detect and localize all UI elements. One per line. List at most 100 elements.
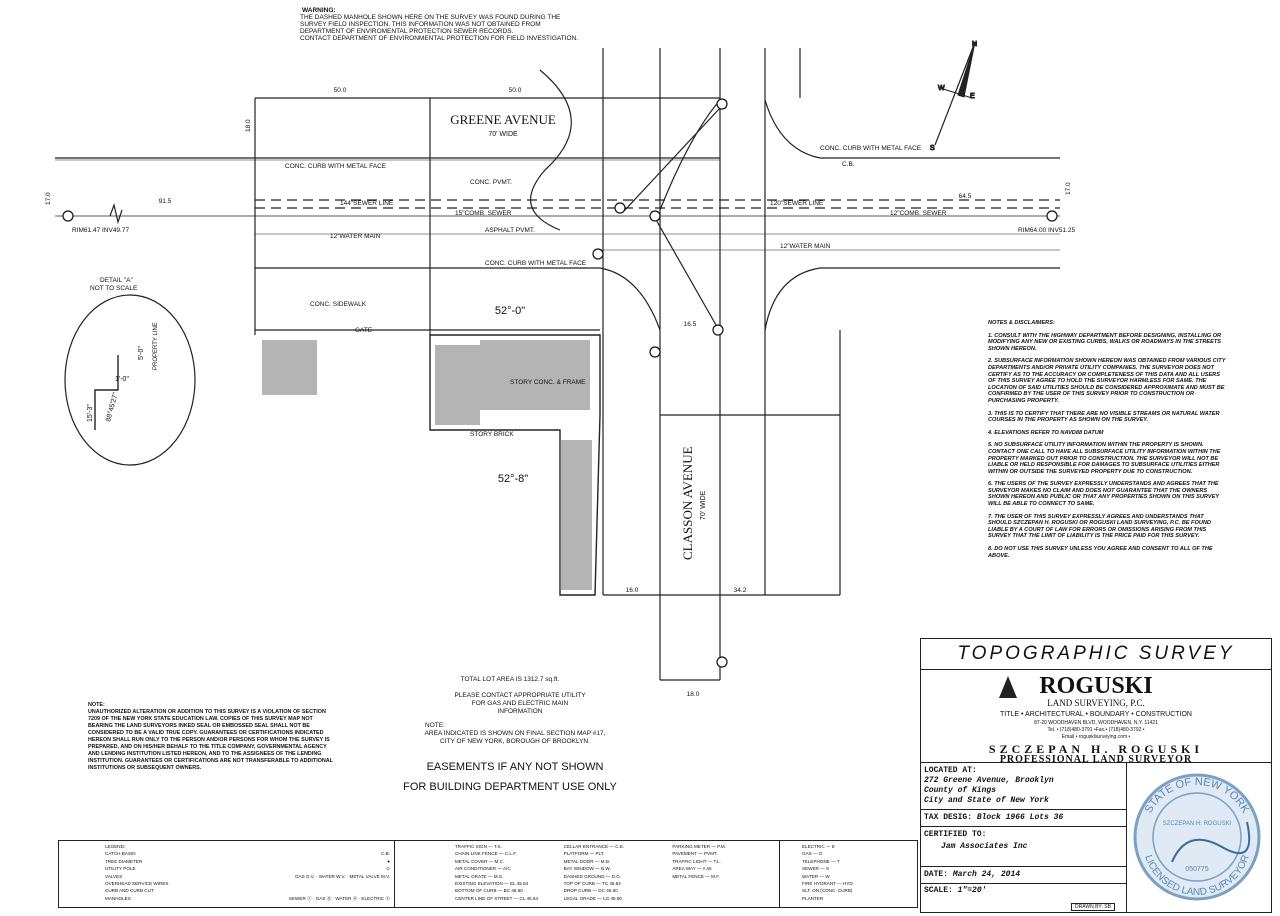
dim-label: 18.0 (245, 119, 252, 132)
legend-item: PLANTER (802, 895, 824, 901)
legend-subcol: CELLAR ENTRANCE — C.E. PLATFORM — PLT. M… (564, 843, 667, 907)
utility-text: PLEASE CONTACT APPROPRIATE UTILITY FOR G… (454, 692, 586, 715)
rim-label: RIM64.00 INV51.25 (1018, 227, 1075, 234)
legend-symbol: C.B. (381, 851, 390, 857)
dim-label: 50.0 (509, 87, 522, 94)
survey-details: LOCATED AT: 272 Greene Avenue, Brooklyn … (921, 763, 1127, 912)
detail-title: DETAIL "A" (100, 277, 133, 284)
warning-note: WARNING: THE DASHED MANHOLE SHOWN HERE O… (300, 7, 579, 42)
legend-symbol: GAS G.V. · WATER W.V. · METAL VALVE M.V. (294, 873, 390, 879)
greene-avenue-name: GREENE AVENUE (450, 112, 556, 127)
story-label: STORY BRICK (470, 431, 514, 438)
compass-south: S (930, 145, 935, 152)
legend-item: CATCH BASIN C.B. (105, 850, 390, 857)
street-lines (55, 48, 1060, 681)
manholes (62, 98, 1058, 668)
scale-row: SCALE: 1"=20' (921, 884, 1126, 898)
warning-body-2: CONTACT DEPARTMENT OF ENVIRONMENTAL PROT… (300, 35, 579, 42)
story-label: STORY CONC. & FRAME (510, 379, 586, 386)
title-block-heading: TOPOGRAPHIC SURVEY (921, 639, 1271, 670)
compass-north: N (972, 41, 977, 48)
detail-a: DETAIL "A" NOT TO SCALE 1'-0" 5'-0" 15'-… (64, 277, 196, 466)
scale-label: SCALE: (924, 886, 953, 895)
disclaimer-heading: NOTES & DISCLAIMERS: (988, 320, 1055, 326)
legend-col: TRAFFIC SIGN — T.S. CHAIN LINK FENCE — C… (395, 841, 780, 907)
water-main-label: 12"WATER MAIN (780, 243, 831, 250)
dim-label: 16.0 (626, 587, 639, 594)
legend-item: TELEPHONE — T (802, 858, 840, 864)
legend-symbol: SEWER ⓢ · GAS ⓖ · WATER ⓦ · ELECTRIC ⓔ (288, 895, 390, 901)
pavement-label: ASPHALT PVMT. (485, 227, 535, 234)
surveyor-name: SZCZEPAN H. ROGUSKI (988, 742, 1204, 756)
address-line: 272 Greene Avenue, Brooklyn (924, 776, 1054, 785)
scale-value: 1"=20' (957, 886, 987, 895)
legend-item: BAY WINDOW — B.W. (563, 866, 611, 872)
legend-term: CURB AND CURB CUT (105, 888, 154, 894)
sewer-line-label: 120"SEWER LINE (770, 200, 824, 207)
legend-term: MANHOLES (105, 895, 131, 901)
disclaimer-item: 8. DO NOT USE THIS SURVEY UNLESS YOU AGR… (988, 546, 1213, 559)
company-address: 87-20 WOODHAVEN BLVD, WOODHAVEN, N.Y. 11… (1034, 720, 1158, 726)
sewer-label: 15"COMB. SEWER (455, 210, 512, 217)
legend-item: PAVEMENT — PVMT. (672, 851, 718, 857)
legend-subcol: PARKING METER — P.M. PAVEMENT — PVMT. TR… (672, 843, 775, 907)
compass-west: W (938, 85, 945, 92)
tax-label: TAX DESIG: (924, 813, 973, 822)
detail-angle: 88°45'27" (104, 391, 120, 423)
surveyor-seal-icon: STATE OF NEW YORK LICENSED LAND SURVEYOR… (1133, 773, 1261, 901)
legend-col: LEGEND: CATCH BASIN C.B. TREE DIAMETER ●… (59, 841, 395, 907)
company-phone: Tel. • (718)480-3791 •Fax.• (718)480-379… (1047, 727, 1145, 733)
legend-item: EXISTING ELEVATION — EL 45.64 (455, 881, 529, 887)
legend-item: CHAIN LINK FENCE — C.L.F. (455, 851, 517, 857)
legend-item: WATER — W (802, 873, 830, 879)
detail-property-line: PROPERTY LINE (153, 322, 159, 370)
address-line: County of Kings (924, 786, 997, 795)
legend-term: TREE DIAMETER (105, 858, 143, 864)
legend-item: VALVES GAS G.V. · WATER W.V. · METAL VAL… (105, 873, 390, 880)
date-label: DATE: (924, 870, 949, 879)
rim-label: RIM61.47 INV49.77 (72, 227, 129, 234)
legend-term: CATCH BASIN (105, 851, 136, 857)
title-block: TOPOGRAPHIC SURVEY ROGUSKI LAND SURVEYIN… (920, 638, 1272, 913)
drawn-by: DRAWN BY: SB (1071, 903, 1115, 911)
legend-term: OVERHEAD SERVICE WIRES (105, 881, 169, 887)
legend: LEGEND: CATCH BASIN C.B. TREE DIAMETER ●… (58, 840, 918, 908)
address-line: City and State of New York (921, 796, 1126, 810)
angle-label: 52°-8" (498, 473, 528, 485)
dim-label: 34.2 (734, 587, 747, 594)
warning-heading: WARNING: (302, 7, 336, 14)
company-email: Email • rogusklsurveying.com • (1061, 734, 1131, 740)
center-notes: TOTAL LOT AREA IS 1312.7 sq.ft. PLEASE C… (400, 676, 620, 794)
dim-label: 17.0 (45, 192, 52, 205)
disclaimer-item: 2. SUBSURFACE INFORMATION SHOWN HEREON W… (988, 358, 1226, 404)
note-heading: NOTE: (425, 722, 445, 729)
disclaimer-item: 5. NO SUBSURFACE UTILITY INFORMATION WIT… (988, 442, 1221, 475)
water-main-label: 12"WATER MAIN (330, 233, 381, 240)
legend-item: OVERHEAD SERVICE WIRES (105, 880, 390, 887)
legend-item: TRAFFIC SIGN — T.S. (455, 844, 502, 849)
legend-item: PLATFORM — PLT. (563, 851, 605, 857)
legend-item: TRAFFIC LIGHT — T.L. (672, 858, 721, 864)
company-services: TITLE • ARCHITECTURAL • BOUNDARY • CONST… (1000, 711, 1192, 718)
curb-label: CONC. CURB WITH METAL FACE (485, 260, 587, 267)
date-row: DATE: March 24, 2014 (921, 867, 1126, 884)
angle-label: 52°-0" (495, 305, 525, 317)
legend-item: DROP CURB — DC 45.60 (563, 888, 618, 894)
legend-item: METAL FENCE — M.F. (672, 873, 720, 879)
dim-label: 17.0 (1065, 182, 1072, 195)
lot-outline (429, 334, 601, 596)
dim-label: 50.0 (334, 87, 347, 94)
legend-term: LEGEND: (105, 844, 126, 849)
legend-item: AIR CONDITIONER — A/C (455, 866, 511, 872)
compass-east: E (970, 93, 975, 100)
disclaimer-item: 1. CONSULT WITH THE HIGHWAY DEPARTMENT B… (988, 332, 1222, 352)
legend-col: ELECTRIC — E GAS — G TELEPHONE — T SEWER… (780, 841, 917, 907)
gate-label: GATE (355, 327, 373, 334)
sidewalk-label: CONC. SIDEWALK (310, 301, 367, 308)
curb-label: CONC. CURB WITH METAL FACE (820, 145, 922, 152)
legend-term: VALVES (105, 873, 123, 879)
sewer-label: 12"COMB. SEWER (890, 210, 947, 217)
disclaimer-item: 4. ELEVATIONS REFER TO NAVD88 DATUM (988, 429, 1104, 436)
left-note-body: UNAUTHORIZED ALTERATION OR ADDITION TO T… (88, 709, 333, 771)
legend-item: BOTTOM OF CURB — BC 45.60 (455, 888, 523, 894)
